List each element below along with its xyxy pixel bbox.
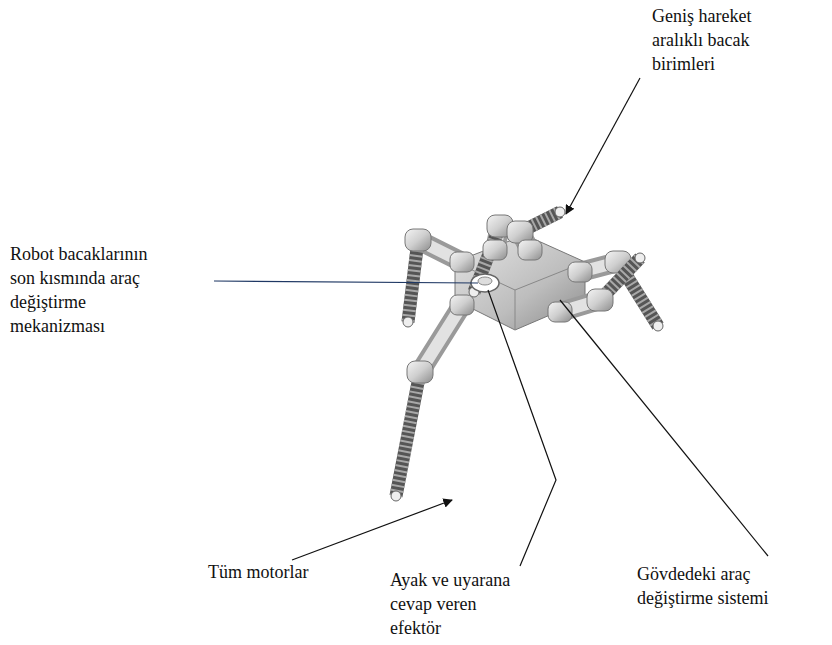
leader-line: [214, 281, 478, 283]
foot-tip: [653, 321, 663, 331]
hip-joint: [450, 295, 474, 315]
callout-label: Robot bacaklarının son kısmında araç değ…: [10, 242, 148, 338]
leader-line: [292, 500, 452, 560]
leader-line: [560, 300, 768, 556]
ribbed-link-ribs: [396, 372, 420, 496]
leader-lines: [214, 78, 768, 566]
hip-joint: [548, 302, 572, 322]
callout-label: Tüm motorlar: [208, 560, 348, 584]
leg-unit: [548, 253, 645, 322]
callout-label: Geniş hareket aralıklı bacak birimleri: [652, 4, 802, 76]
foot-tip: [635, 253, 645, 263]
leg-unit: [403, 229, 474, 327]
hip-joint: [568, 262, 592, 282]
leg-unit: [568, 251, 663, 331]
leader-line: [488, 290, 556, 566]
foot-tip: [555, 207, 565, 217]
ribbed-link-ribs: [408, 240, 418, 322]
callout-label: Ayak ve uyarana cevap veren efektör: [390, 568, 530, 640]
foot-tip: [391, 491, 401, 501]
body-edge: [515, 290, 516, 330]
leg-unit: [391, 295, 474, 501]
hip-joint: [518, 240, 542, 260]
foot-tip: [403, 317, 413, 327]
ribbed-link: [408, 240, 418, 322]
hub-core: [478, 277, 492, 285]
callout-label: Gövdedeki araç değiştirme sistemi: [637, 562, 787, 610]
leader-line: [566, 78, 640, 214]
knee-joint: [405, 229, 431, 251]
knee-joint: [587, 289, 613, 311]
leg-unit: [507, 207, 565, 260]
knee-joint: [407, 361, 433, 383]
ribbed-link: [396, 372, 420, 496]
leg-unit: [469, 215, 513, 297]
hip-joint: [450, 252, 474, 272]
hip-joint: [483, 240, 507, 260]
leg-units: [391, 207, 663, 501]
